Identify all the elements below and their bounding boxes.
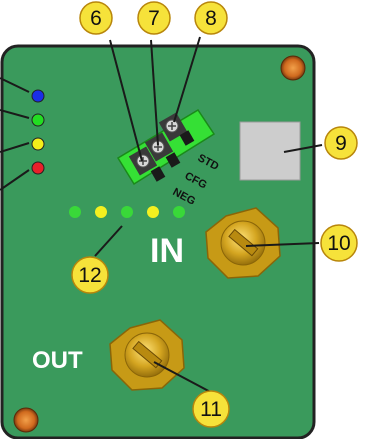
status-led-5 (173, 206, 185, 218)
callout-10: 10 (320, 224, 358, 262)
svg-text:7: 7 (148, 7, 160, 30)
mounting-hole-top-right (280, 55, 306, 81)
indicator-led-2 (31, 113, 45, 127)
terminal-screw-3 (158, 112, 195, 146)
svg-text:6: 6 (90, 7, 102, 30)
callout-6: 6 (79, 1, 113, 35)
mounting-hole-bottom-left (13, 407, 39, 433)
callout-9: 9 (324, 126, 358, 160)
svg-text:10: 10 (327, 232, 350, 255)
callout-11: 11 (192, 390, 230, 428)
indicator-led-3 (31, 137, 45, 151)
svg-text:11: 11 (200, 398, 222, 421)
callout-12: 12 (71, 256, 109, 294)
input-label: IN (150, 232, 184, 270)
svg-text:12: 12 (78, 264, 101, 287)
svg-text:8: 8 (205, 7, 217, 30)
indicator-led-column (31, 89, 45, 175)
callout-8: 8 (194, 1, 228, 35)
callout-7: 7 (137, 1, 171, 35)
status-led-3 (121, 206, 133, 218)
circuit-board (0, 44, 316, 439)
terminal-screw-1 (128, 146, 166, 182)
input-connector (205, 207, 281, 279)
status-led-row (69, 206, 185, 218)
status-led-4 (147, 206, 159, 218)
leader-lines (0, 36, 323, 397)
indicator-led-4 (31, 161, 45, 175)
status-led-1 (69, 206, 81, 218)
output-label: OUT (32, 347, 83, 374)
indicator-led-1 (31, 89, 45, 103)
status-led-2 (95, 206, 107, 218)
svg-text:9: 9 (335, 132, 347, 155)
